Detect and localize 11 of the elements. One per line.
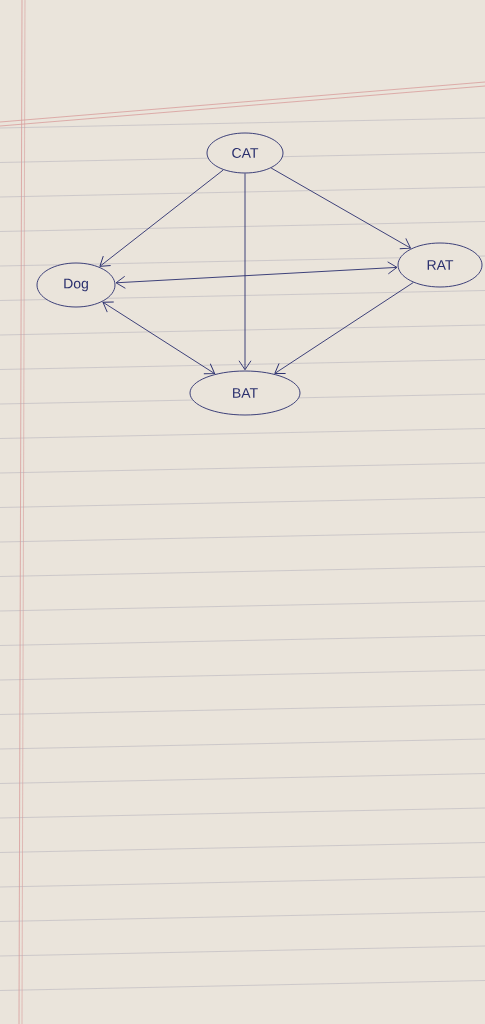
- arrow: [270, 167, 411, 250]
- arrow: [102, 301, 216, 375]
- arrow: [238, 173, 252, 371]
- oval-node: Dog: [36, 262, 116, 308]
- arrow: [115, 261, 398, 289]
- arrow: [99, 169, 224, 267]
- oval-node: RAT: [397, 242, 483, 288]
- node-label: RAT: [427, 260, 454, 270]
- oval-node: CAT: [206, 132, 284, 174]
- arrow: [274, 282, 414, 374]
- oval-node: BAT: [189, 370, 301, 416]
